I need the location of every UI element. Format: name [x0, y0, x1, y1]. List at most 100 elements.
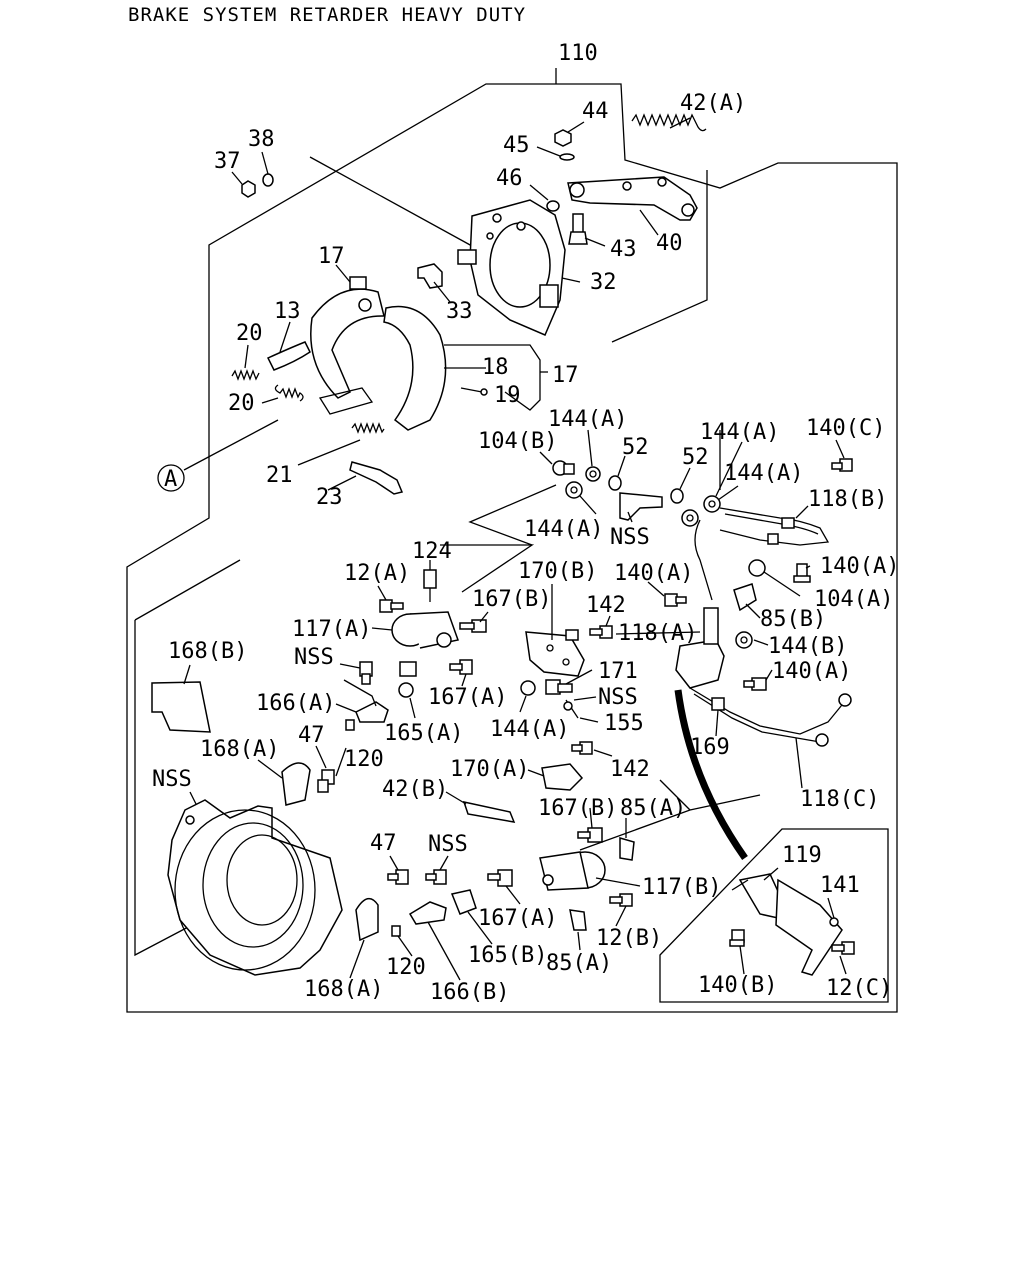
- callout-20-upper: 20: [236, 321, 263, 346]
- callout-144a-2: 144(A): [700, 420, 779, 445]
- brake-chamber-icon: [391, 611, 459, 649]
- reference-circle: [157, 464, 185, 492]
- callout-120-upper: 120: [344, 747, 384, 772]
- hose-icon: [674, 689, 748, 861]
- callout-167a-1: 167(A): [428, 685, 507, 710]
- callout-18: 18: [482, 355, 509, 380]
- backing-plate-icon: [457, 199, 566, 336]
- callout-44: 44: [582, 99, 609, 124]
- tube-icon: [689, 687, 852, 747]
- callout-nss-3: NSS: [598, 685, 638, 710]
- callout-144a-5: 144(A): [490, 717, 569, 742]
- callout-170b: 170(B): [518, 559, 597, 584]
- clip-icon: [417, 263, 443, 289]
- valve-icon: [731, 873, 783, 919]
- callout-140c: 140(C): [806, 416, 885, 441]
- nut-icon: [554, 129, 572, 147]
- callout-21: 21: [266, 463, 293, 488]
- callout-52-b: 52: [682, 445, 709, 470]
- bracket-icon: [541, 763, 584, 791]
- pin-icon: [391, 925, 401, 937]
- pin-icon: [462, 800, 516, 823]
- callout-17-right: 17: [552, 363, 579, 388]
- tube-icon: [694, 507, 830, 601]
- callout-37: 37: [214, 149, 241, 174]
- bolt-icon: [359, 661, 373, 685]
- callout-142-b: 142: [610, 757, 650, 782]
- nut-icon: [585, 466, 601, 482]
- nut-icon: [829, 917, 839, 927]
- lever-icon: [355, 661, 417, 723]
- callout-140b: 140(B): [698, 973, 777, 998]
- brake-chamber-icon: [539, 851, 606, 891]
- nut-icon: [241, 180, 256, 198]
- part-shapes: [151, 113, 855, 976]
- pin-icon: [563, 699, 579, 719]
- pin-icon: [460, 387, 488, 396]
- callout-167b-1: 167(B): [472, 587, 551, 612]
- bolt-icon: [589, 625, 613, 639]
- callout-104a: 104(A): [814, 587, 893, 612]
- callout-23: 23: [316, 485, 343, 510]
- callout-170a: 170(A): [450, 757, 529, 782]
- callout-168b: 168(B): [168, 639, 247, 664]
- callout-140a-2: 140(A): [820, 554, 899, 579]
- bolt-icon: [793, 563, 811, 583]
- bolt-icon: [449, 659, 473, 675]
- callout-142-a: 142: [586, 593, 626, 618]
- bolt-icon: [317, 769, 335, 793]
- callout-46: 46: [496, 166, 523, 191]
- callout-40: 40: [656, 231, 683, 256]
- valve-block-icon: [675, 607, 725, 689]
- callout-140a-3: 140(A): [772, 659, 851, 684]
- bolt-icon: [459, 619, 487, 633]
- nut-icon: [703, 495, 721, 513]
- adjuster-icon: [349, 461, 404, 495]
- bolt-icon: [487, 869, 513, 887]
- callout-167a-2: 167(A): [478, 906, 557, 931]
- callout-118a: 118(A): [618, 621, 697, 646]
- callout-nss-5: NSS: [428, 832, 468, 857]
- callout-20-lower: 20: [228, 391, 255, 416]
- bolt-icon: [387, 869, 409, 885]
- group-boundary-lines: [126, 68, 898, 1013]
- bracket-icon: [619, 492, 663, 521]
- callout-12a: 12(A): [344, 561, 410, 586]
- nut-icon: [748, 559, 766, 577]
- callout-144a-4: 144(A): [524, 517, 603, 542]
- callout-119: 119: [782, 843, 822, 868]
- callout-165b: 165(B): [468, 943, 547, 968]
- washer-icon: [670, 488, 684, 504]
- bolt-icon: [729, 929, 745, 947]
- callout-117b: 117(B): [642, 875, 721, 900]
- nut-icon: [520, 680, 536, 696]
- detail-inset-box: [659, 828, 889, 1003]
- callout-85a-2: 85(A): [546, 951, 612, 976]
- fitting-icon: [733, 583, 757, 612]
- retarder-drum-icon: [167, 799, 343, 976]
- callout-13: 13: [274, 299, 301, 324]
- callout-32: 32: [590, 270, 617, 295]
- bolt-icon: [425, 869, 447, 885]
- lever-icon: [408, 901, 447, 925]
- nut-icon: [565, 481, 583, 499]
- callout-19: 19: [494, 383, 521, 408]
- callout-110: 110: [558, 41, 598, 66]
- callout-171: 171: [598, 659, 638, 684]
- callout-ref-a: A: [164, 467, 177, 492]
- callout-117a: 117(A): [292, 617, 371, 642]
- spring-icon: [631, 113, 707, 132]
- callout-140a-1: 140(A): [614, 561, 693, 586]
- bracket-icon: [775, 878, 843, 976]
- callout-169: 169: [690, 735, 730, 760]
- callout-38: 38: [248, 127, 275, 152]
- callout-166b: 166(B): [430, 980, 509, 1005]
- callout-85b: 85(B): [760, 607, 826, 632]
- washer-icon: [559, 153, 575, 161]
- bolt-icon: [831, 941, 855, 955]
- callout-45: 45: [503, 133, 530, 158]
- callout-167b-2: 167(B): [538, 796, 617, 821]
- lever-arm-icon: [567, 176, 698, 221]
- callout-144a-1: 144(A): [548, 407, 627, 432]
